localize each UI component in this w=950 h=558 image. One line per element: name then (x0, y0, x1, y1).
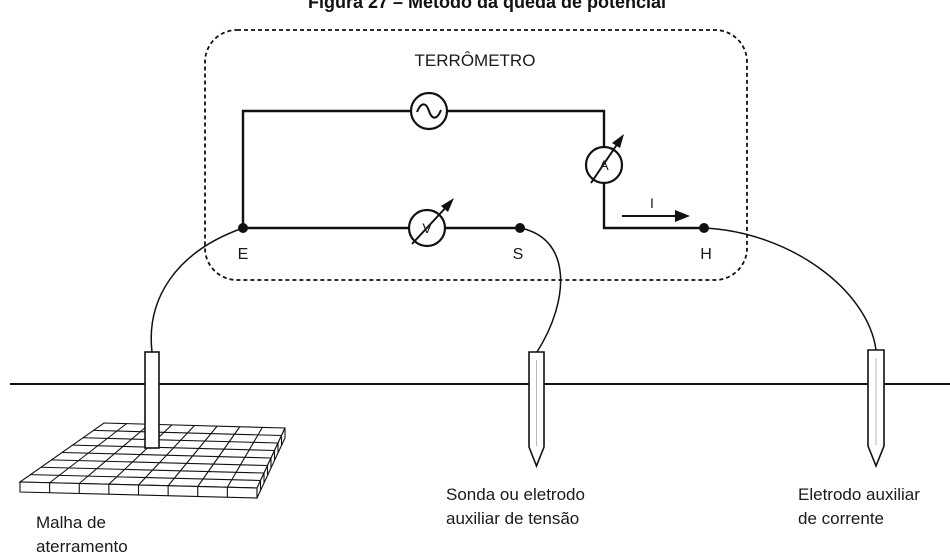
grid-mesh-line (40, 466, 265, 474)
grid-mesh-line (197, 426, 241, 487)
figure-title: Figura 27 – Método da queda de potencial (308, 0, 666, 12)
terminal-s-label: S (513, 246, 524, 263)
grid-caption-line-2: aterramento (36, 537, 128, 556)
grounding-grid-icon (18, 422, 286, 499)
upper-circuit (241, 109, 704, 230)
grid-rod (144, 351, 160, 449)
terrometer-label: TERRÔMETRO (415, 51, 536, 70)
terminal-h-label: H (700, 246, 712, 263)
current-electrode-caption-line-2: de corrente (798, 509, 884, 528)
current-electrode-caption: Eletrodo auxiliar de corrente (798, 485, 925, 528)
terrometer-boundary (204, 29, 748, 281)
grid-mesh-line (167, 425, 218, 487)
probe-caption-line-1: Sonda ou eletrodo (446, 485, 585, 504)
grid-mesh-line (51, 459, 268, 467)
ac-source-icon (409, 91, 449, 131)
voltmeter-label: V (422, 220, 432, 236)
ammeter-label: A (599, 157, 609, 173)
cable-e-to-grid (150, 227, 244, 353)
voltmeter-icon (407, 198, 454, 248)
cable-s-to-probe (519, 227, 562, 353)
grid-mesh-line (61, 451, 272, 459)
cable-h-to-electrode (703, 227, 877, 351)
grid-caption: Malha de aterramento (36, 513, 128, 556)
ammeter-icon (584, 134, 624, 185)
current-arrow-icon (622, 210, 690, 222)
terminal-e-label: E (238, 246, 249, 263)
probe-caption: Sonda ou eletrodo auxiliar de tensão (446, 485, 590, 528)
probe-caption-line-2: auxiliar de tensão (446, 509, 579, 528)
grid-mesh-line (30, 474, 261, 482)
current-electrode-caption-line-1: Eletrodo auxiliar (798, 485, 920, 504)
current-label: I (650, 195, 654, 211)
grid-caption-line-1: Malha de (36, 513, 106, 532)
grid-mesh-line (226, 427, 263, 488)
